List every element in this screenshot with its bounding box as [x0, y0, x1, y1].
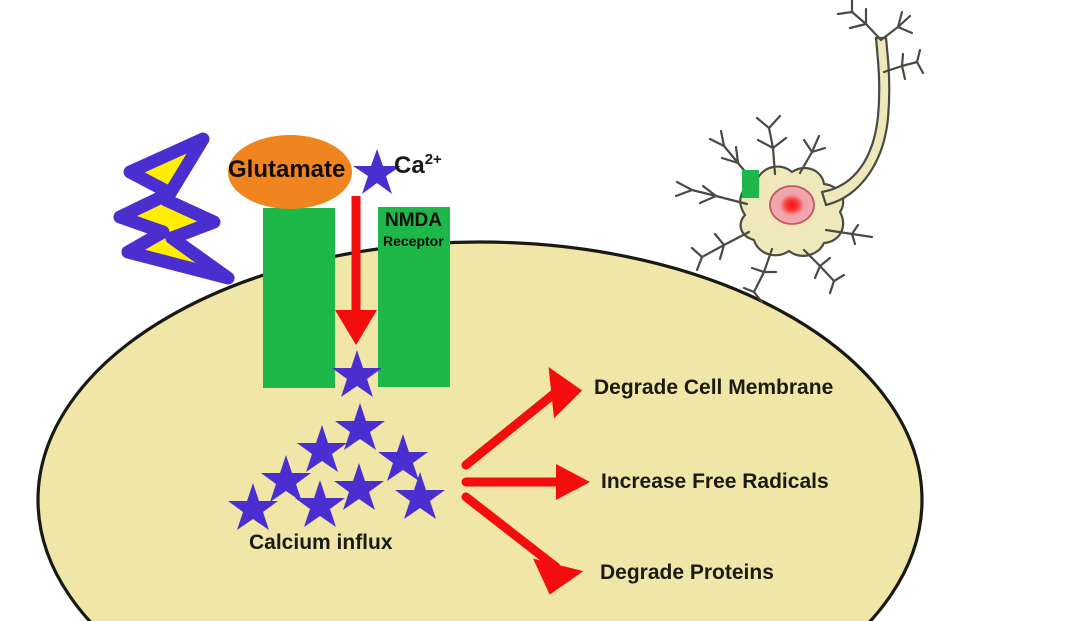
increase-free-radicals-label: Increase Free Radicals	[601, 470, 829, 493]
calcium-star-icon	[332, 350, 382, 397]
calcium-star-cluster	[228, 350, 445, 530]
degrade-proteins-label: Degrade Proteins	[600, 561, 774, 584]
nmda-label: NMDA	[385, 210, 442, 231]
calcium-influx-label: Calcium influx	[249, 531, 393, 554]
glutamate-oval-icon	[228, 135, 352, 209]
receptor-label: Receptor	[383, 233, 444, 249]
calcium-star-icon	[297, 425, 347, 472]
cell-membrane-ellipse	[36, 240, 924, 621]
outcome-arrow-icon-proteins	[461, 492, 584, 595]
degrade-cell-membrane-label: Degrade Cell Membrane	[594, 376, 834, 399]
calcium-star-icon	[395, 472, 445, 519]
neuron-axon	[820, 36, 891, 207]
calcium-star-icon	[261, 455, 311, 502]
calcium-star-icon	[228, 483, 278, 530]
nucleus-icon	[769, 185, 815, 225]
glutamate-label: Glutamate	[228, 156, 346, 183]
nmda-channel-icon	[263, 207, 450, 388]
calcium-ion-charge: 2+	[424, 151, 442, 168]
channel-left-subunit	[263, 208, 335, 388]
outcome-arrow-icon-membrane	[461, 366, 583, 470]
channel-right-subunit	[378, 207, 450, 387]
outcome-arrow-group	[461, 366, 590, 595]
calcium-ion-label: Ca2+	[394, 152, 442, 180]
calcium-star-icon	[378, 434, 428, 481]
neuron-receptor-marker	[742, 170, 759, 198]
calcium-ion-symbol: Ca	[394, 152, 425, 179]
calcium-star-icon	[295, 480, 345, 527]
neuron-icon	[674, 0, 925, 304]
downward-influx-arrow-icon	[335, 196, 377, 345]
outcome-arrow-icon-radicals	[461, 464, 590, 500]
calcium-star-icon	[334, 463, 384, 510]
calcium-star-icon	[335, 403, 385, 450]
calcium-star-icon-legend	[353, 149, 401, 194]
lightning-bolt-icon	[113, 132, 235, 285]
